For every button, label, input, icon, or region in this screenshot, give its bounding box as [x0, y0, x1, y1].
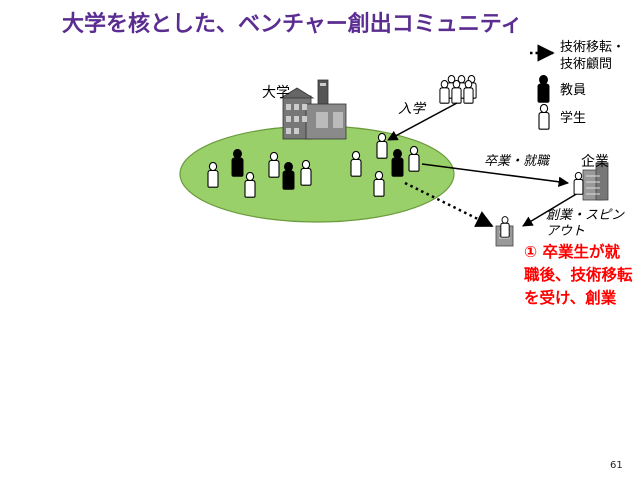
company-label: 企業: [581, 153, 609, 170]
technology-transfer-arrow: [404, 181, 494, 228]
student-icon: [350, 151, 362, 177]
founder-icon: [500, 216, 510, 238]
faculty-icon: [391, 149, 404, 177]
incoming-students-group: [439, 75, 477, 104]
graduation-employment-label: 卒業・就職: [484, 154, 551, 169]
student-icon: [373, 171, 385, 197]
legend-student-icon: [538, 104, 550, 130]
student-icon: [244, 172, 256, 198]
spinout-label: 創業・スピン アウト: [546, 208, 628, 239]
student-icon: [300, 160, 312, 186]
university-label: 大学: [262, 85, 290, 101]
legend-faculty-icon: [537, 75, 550, 103]
enrollment-arrow: [387, 102, 458, 141]
student-icon: [408, 146, 420, 172]
university-building-icon: [279, 79, 347, 140]
slide-title: 大学を核とした、ベンチャー創出コミュニティ: [62, 12, 523, 37]
faculty-icon: [282, 162, 295, 190]
callout-text: ① 卒業生が就職後、技術移転を受け、創業: [524, 243, 633, 307]
student-icon: [376, 133, 388, 159]
graduate-employee-icon: [573, 172, 584, 195]
graduation-employment-arrow: [421, 163, 570, 187]
student-icon: [268, 152, 280, 178]
university-campus: [179, 125, 455, 223]
legend-transfer-label: 技術移転・ 技術顧問: [560, 40, 629, 72]
legend-faculty-label: 教員: [560, 82, 586, 98]
company-building-icon: [582, 162, 609, 201]
page-number: 61: [610, 460, 623, 471]
spinout-arrow: [522, 192, 579, 227]
faculty-icon: [231, 149, 244, 177]
legend-student-label: 学生: [560, 110, 586, 126]
enrollment-label: 入学: [398, 101, 426, 117]
student-icon: [207, 162, 219, 188]
legend: 技術移転・ 技術顧問 教員 学生: [530, 40, 629, 130]
